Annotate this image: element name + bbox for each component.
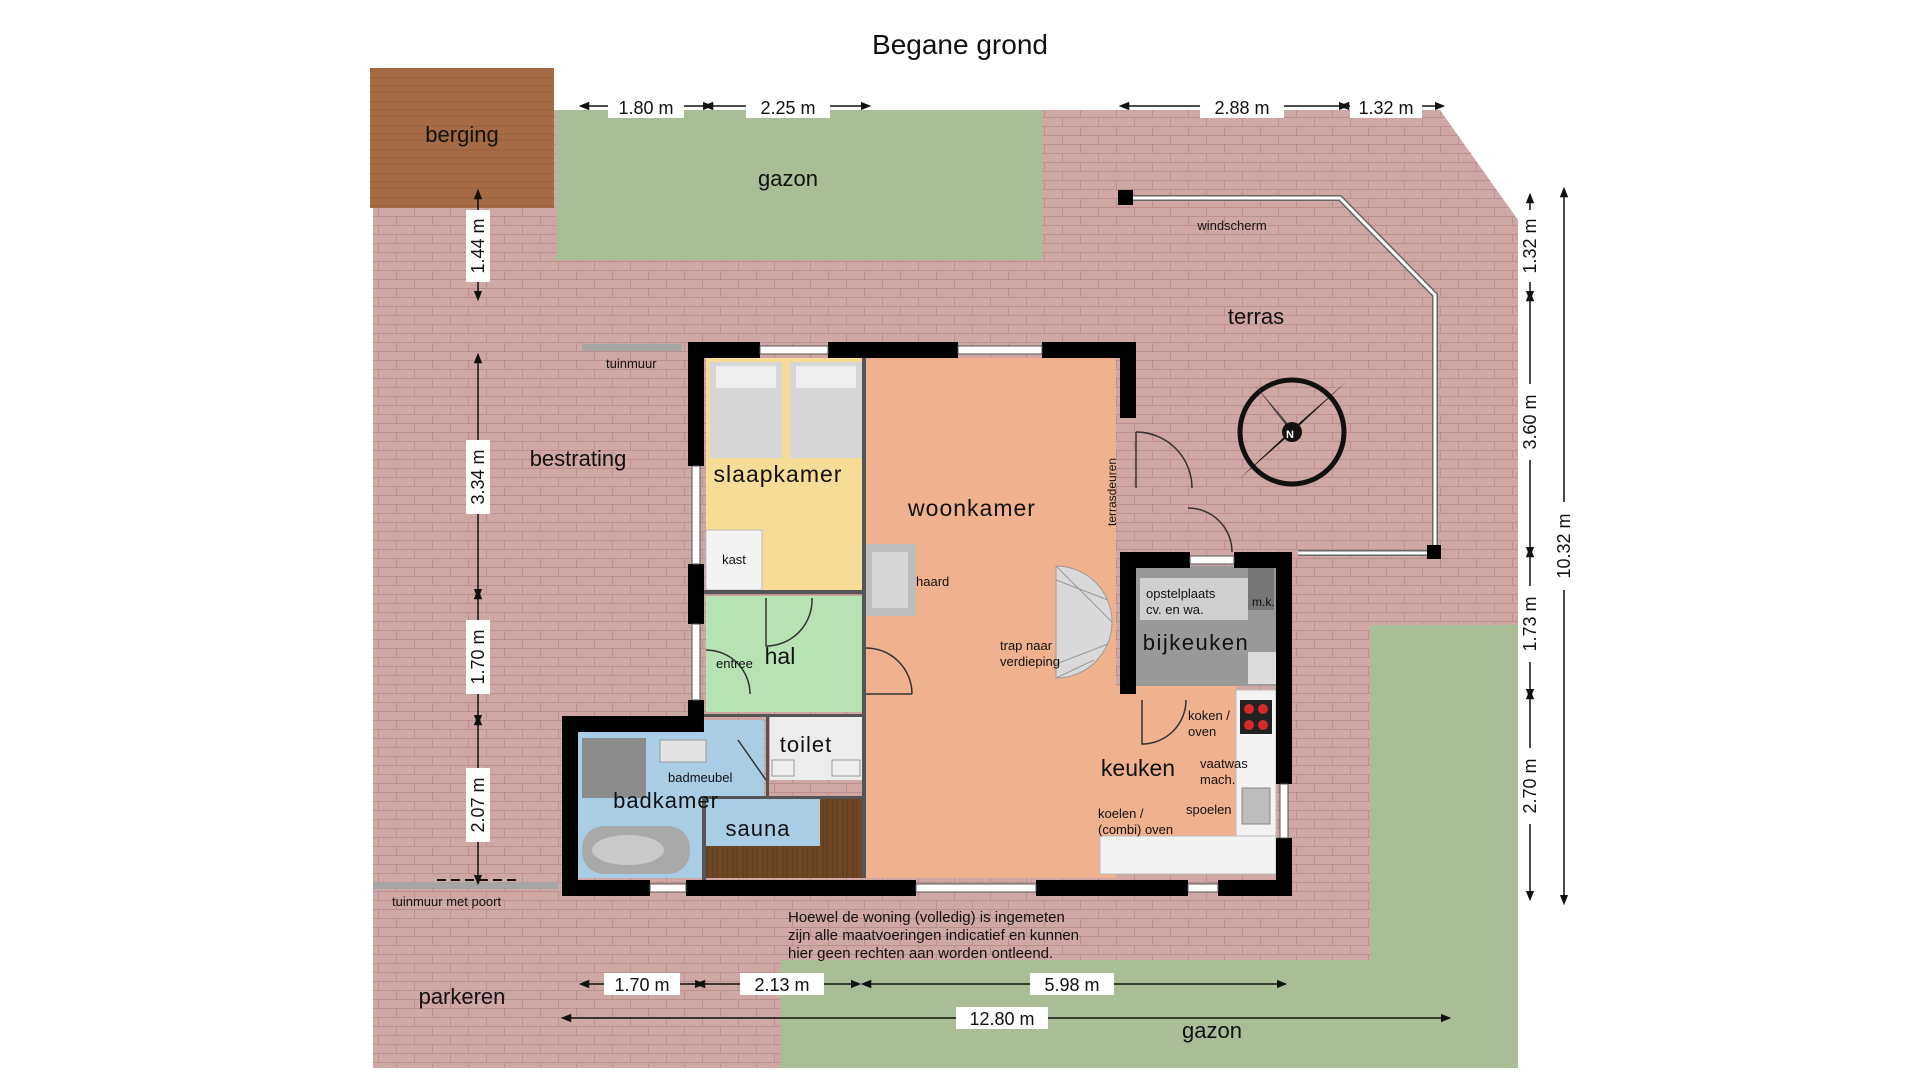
label-parkeren: parkeren xyxy=(419,984,506,1009)
dim-top-1: 1.80 m xyxy=(618,98,673,118)
label-gazon-top: gazon xyxy=(758,166,818,191)
mk-unit xyxy=(1248,568,1274,610)
label-slaapkamer: slaapkamer xyxy=(714,461,843,487)
label-bijkeuken: bijkeuken xyxy=(1143,630,1249,655)
label-badmeubel: badmeubel xyxy=(668,770,732,785)
label-vaatwas-2: mach. xyxy=(1200,772,1235,787)
lawn-right xyxy=(1370,625,1518,1068)
label-toilet: toilet xyxy=(780,732,832,757)
compass-north: N xyxy=(1286,429,1294,441)
garden-wall-gate xyxy=(373,882,558,889)
page-title: Begane grond xyxy=(872,29,1048,60)
label-windscherm: windscherm xyxy=(1196,218,1266,233)
label-opstel-2: cv. en wa. xyxy=(1146,602,1204,617)
stove xyxy=(1240,700,1272,734)
label-spoelen: spoelen xyxy=(1186,802,1232,817)
partitions xyxy=(702,358,866,880)
dim-left-1: 1.44 m xyxy=(468,218,488,273)
label-berging: berging xyxy=(425,122,498,147)
wardrobe xyxy=(705,529,763,591)
garden-wall xyxy=(582,344,682,351)
sauna-bench-low xyxy=(706,846,820,878)
label-haard: haard xyxy=(916,574,949,589)
dim-top-2: 2.25 m xyxy=(760,98,815,118)
label-bestrating: bestrating xyxy=(530,446,627,471)
door-swings xyxy=(705,431,1233,781)
boiler-area xyxy=(1140,578,1248,620)
dim-top-4: 1.32 m xyxy=(1358,98,1413,118)
label-tuinmuur: tuinmuur xyxy=(606,356,657,371)
vanity xyxy=(659,739,707,763)
disclaimer-line-2: zijn alle maatvoeringen indicatief en ku… xyxy=(788,927,1079,944)
sauna-bench xyxy=(820,798,864,878)
label-gazon-bottom: gazon xyxy=(1182,1018,1242,1043)
compass-icon: N xyxy=(1237,377,1347,487)
room-hal xyxy=(706,596,864,712)
dim-right-2: 3.60 m xyxy=(1520,394,1540,449)
label-woonkamer: woonkamer xyxy=(907,495,1036,521)
dimension-label-boxes xyxy=(466,96,1576,1029)
disclaimer-line-3: hier geen rechten aan worden ontleend. xyxy=(788,945,1053,962)
dim-right-4: 2.70 m xyxy=(1520,758,1540,813)
dim-bottom-total: 12.80 m xyxy=(969,1009,1034,1029)
label-entree: entree xyxy=(716,656,753,671)
dim-left-4: 2.07 m xyxy=(468,777,488,832)
dim-right-3: 1.73 m xyxy=(1520,596,1540,651)
shed xyxy=(370,68,554,208)
disclaimer-line-1: Hoewel de woning (volledig) is ingemeten xyxy=(788,909,1065,926)
label-koelen-1: koelen / xyxy=(1098,806,1144,821)
label-sauna: sauna xyxy=(726,816,791,841)
lawn-top xyxy=(556,110,1042,260)
label-vaatwas-1: vaatwas xyxy=(1200,756,1248,771)
dim-right-total: 10.32 m xyxy=(1554,513,1574,578)
windscreen xyxy=(1118,190,1441,559)
kitchen-counter-bottom xyxy=(1099,835,1277,875)
label-keuken: keuken xyxy=(1101,755,1175,781)
spiral-stair xyxy=(1055,565,1113,679)
label-koelen-2: (combi) oven xyxy=(1098,822,1173,837)
dim-bottom-3: 5.98 m xyxy=(1044,975,1099,995)
shower xyxy=(582,738,646,798)
label-koken-2: oven xyxy=(1188,724,1216,739)
dim-left-2: 3.34 m xyxy=(468,449,488,504)
label-tuinmuur-poort: tuinmuur met poort xyxy=(392,894,501,909)
dim-left-3: 1.70 m xyxy=(468,629,488,684)
label-opstel-1: opstelplaats xyxy=(1146,586,1216,601)
label-koken-1: koken / xyxy=(1188,708,1230,723)
toilet-basin xyxy=(831,759,861,777)
label-terrasdeuren: terrasdeuren xyxy=(1105,458,1119,526)
dim-bottom-1: 1.70 m xyxy=(614,975,669,995)
windows xyxy=(649,345,1289,893)
label-trap-1: trap naar xyxy=(1000,638,1053,653)
label-terras: terras xyxy=(1228,304,1284,329)
label-trap-2: verdieping xyxy=(1000,654,1060,669)
dim-right-1: 1.32 m xyxy=(1520,218,1540,273)
walls xyxy=(562,342,1292,896)
label-kast: kast xyxy=(722,552,746,567)
sink xyxy=(1241,787,1271,825)
label-badkamer: badkamer xyxy=(613,788,719,813)
dim-bottom-2: 2.13 m xyxy=(754,975,809,995)
label-mk: m.k. xyxy=(1252,595,1275,609)
room-keuken xyxy=(1116,686,1236,836)
label-hal: hal xyxy=(765,643,796,669)
toilet-bowl xyxy=(771,759,795,777)
bijkeuken-counter xyxy=(1248,652,1276,684)
dim-top-3: 2.88 m xyxy=(1214,98,1269,118)
